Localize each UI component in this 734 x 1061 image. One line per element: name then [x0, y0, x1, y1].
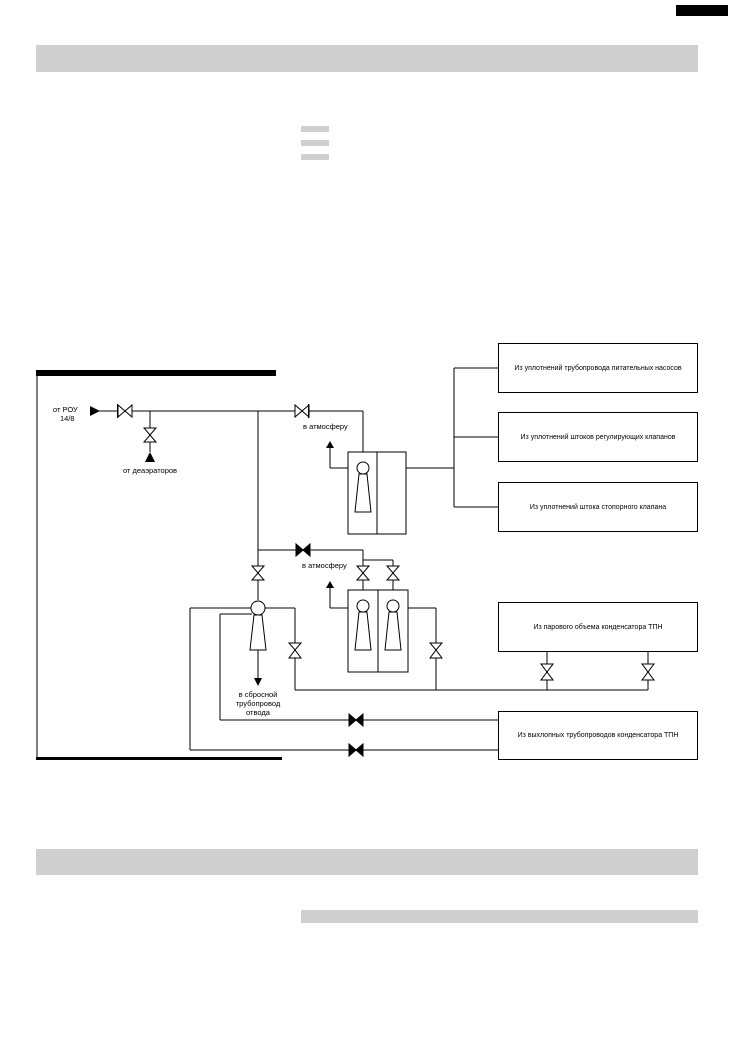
seal-source-box-pumps: Из уплотнений трубопровода питательных н…: [498, 343, 698, 393]
section-header-bar-bottom: [36, 849, 698, 875]
from-deaerators-label: от деаэраторов: [122, 466, 178, 475]
list-marker-3: [301, 154, 329, 160]
page-corner-tab: [676, 5, 728, 16]
seal-source-box-condenser-exhaust: Из выхлопных трубопроводов конденсатора …: [498, 711, 698, 760]
section-header-bar-top: [36, 45, 698, 72]
list-marker-2: [301, 140, 329, 146]
from-rou-label: от РОУ: [53, 405, 78, 414]
list-marker-1: [301, 126, 329, 132]
to-atmosphere-label-1: в атмосферу: [303, 422, 348, 431]
seal-source-box-condenser-steam: Из парового объема конденсатора ТПН: [498, 602, 698, 652]
to-atmosphere-label-2: в атмосферу: [302, 561, 347, 570]
drain-label-line2: трубопровод: [235, 699, 281, 708]
subsection-bar: [301, 910, 698, 923]
drain-label-line1: в сбросной: [238, 690, 278, 699]
seal-source-box-control-valves: Из уплотнений штоков регулирующих клапан…: [498, 412, 698, 462]
seal-source-box-stop-valve: Из уплотнений штока стопорного клапана: [498, 482, 698, 532]
from-rou-number-label: 14/8: [60, 414, 75, 423]
drain-label-line3: отвода: [246, 708, 270, 717]
